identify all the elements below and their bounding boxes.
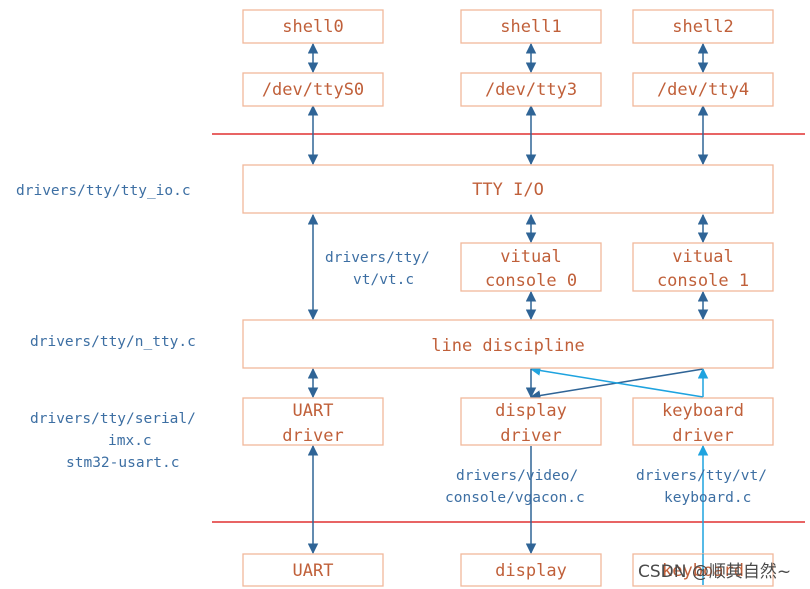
- shell0-label: shell0: [282, 17, 343, 37]
- path-vgacon-line1: drivers/video/: [456, 468, 578, 484]
- vconsole1-label-line1: vitual: [672, 247, 733, 267]
- display-driver-label-line2: driver: [500, 426, 561, 446]
- path-tty-io: drivers/tty/tty_io.c: [16, 183, 191, 199]
- path-vt-line1: drivers/tty/: [325, 250, 430, 266]
- keyboard-driver-label-line2: driver: [672, 426, 733, 446]
- line-discipline-box: [242, 319, 774, 369]
- path-serial-line2: imx.c: [108, 433, 152, 449]
- shell2-box: [632, 9, 774, 44]
- uart-driver-label-line1: UART: [293, 401, 334, 421]
- vconsole0-box: [460, 242, 602, 292]
- path-n-tty: drivers/tty/n_tty.c: [30, 334, 196, 350]
- vconsole1-box: [632, 242, 774, 292]
- shell0-box: [242, 9, 384, 44]
- dev-tty4-label: /dev/tty4: [657, 80, 749, 100]
- dev-tty3-label: /dev/tty3: [485, 80, 577, 100]
- vconsole1-label-line2: console 1: [657, 271, 749, 291]
- display-driver-box: [460, 397, 602, 446]
- path-vgacon-line2: console/vgacon.c: [445, 490, 585, 506]
- csdn-watermark: CSDN @顺其自然~: [638, 562, 791, 582]
- path-serial-line1: drivers/tty/serial/: [30, 411, 196, 427]
- dev-tty4-box: [632, 72, 774, 107]
- dev-tty3-box: [460, 72, 602, 107]
- display-hw-label: display: [495, 561, 567, 581]
- dev-ttyS0-box: [242, 72, 384, 107]
- tty-io-label: TTY I/O: [472, 180, 544, 200]
- shell2-label: shell2: [672, 17, 733, 37]
- shell1-box: [460, 9, 602, 44]
- tty-io-box: [242, 164, 774, 214]
- path-kbd-line2: keyboard.c: [664, 490, 751, 506]
- uart-driver-box: [242, 397, 384, 446]
- keyboard-driver-box: [632, 397, 774, 446]
- keyboard-driver-label-line1: keyboard: [662, 401, 744, 421]
- shell1-label: shell1: [500, 17, 561, 37]
- display-hw-box: [460, 553, 602, 587]
- vconsole0-label-line2: console 0: [485, 271, 577, 291]
- dev-ttyS0-label: /dev/ttyS0: [262, 80, 364, 100]
- arrow-keyboard-driver-to-linedisc: [529, 365, 704, 398]
- uart-hw-label: UART: [293, 561, 334, 581]
- line-discipline-label: line discipline: [431, 336, 585, 356]
- path-kbd-line1: drivers/tty/vt/: [636, 468, 767, 484]
- path-serial-line3: stm32-usart.c: [66, 455, 180, 471]
- vconsole0-label-line1: vitual: [500, 247, 561, 267]
- display-driver-label-line1: display: [495, 401, 567, 421]
- uart-hw-box: [242, 553, 384, 587]
- path-vt-line2: vt/vt.c: [353, 272, 414, 288]
- uart-driver-label-line2: driver: [282, 426, 343, 446]
